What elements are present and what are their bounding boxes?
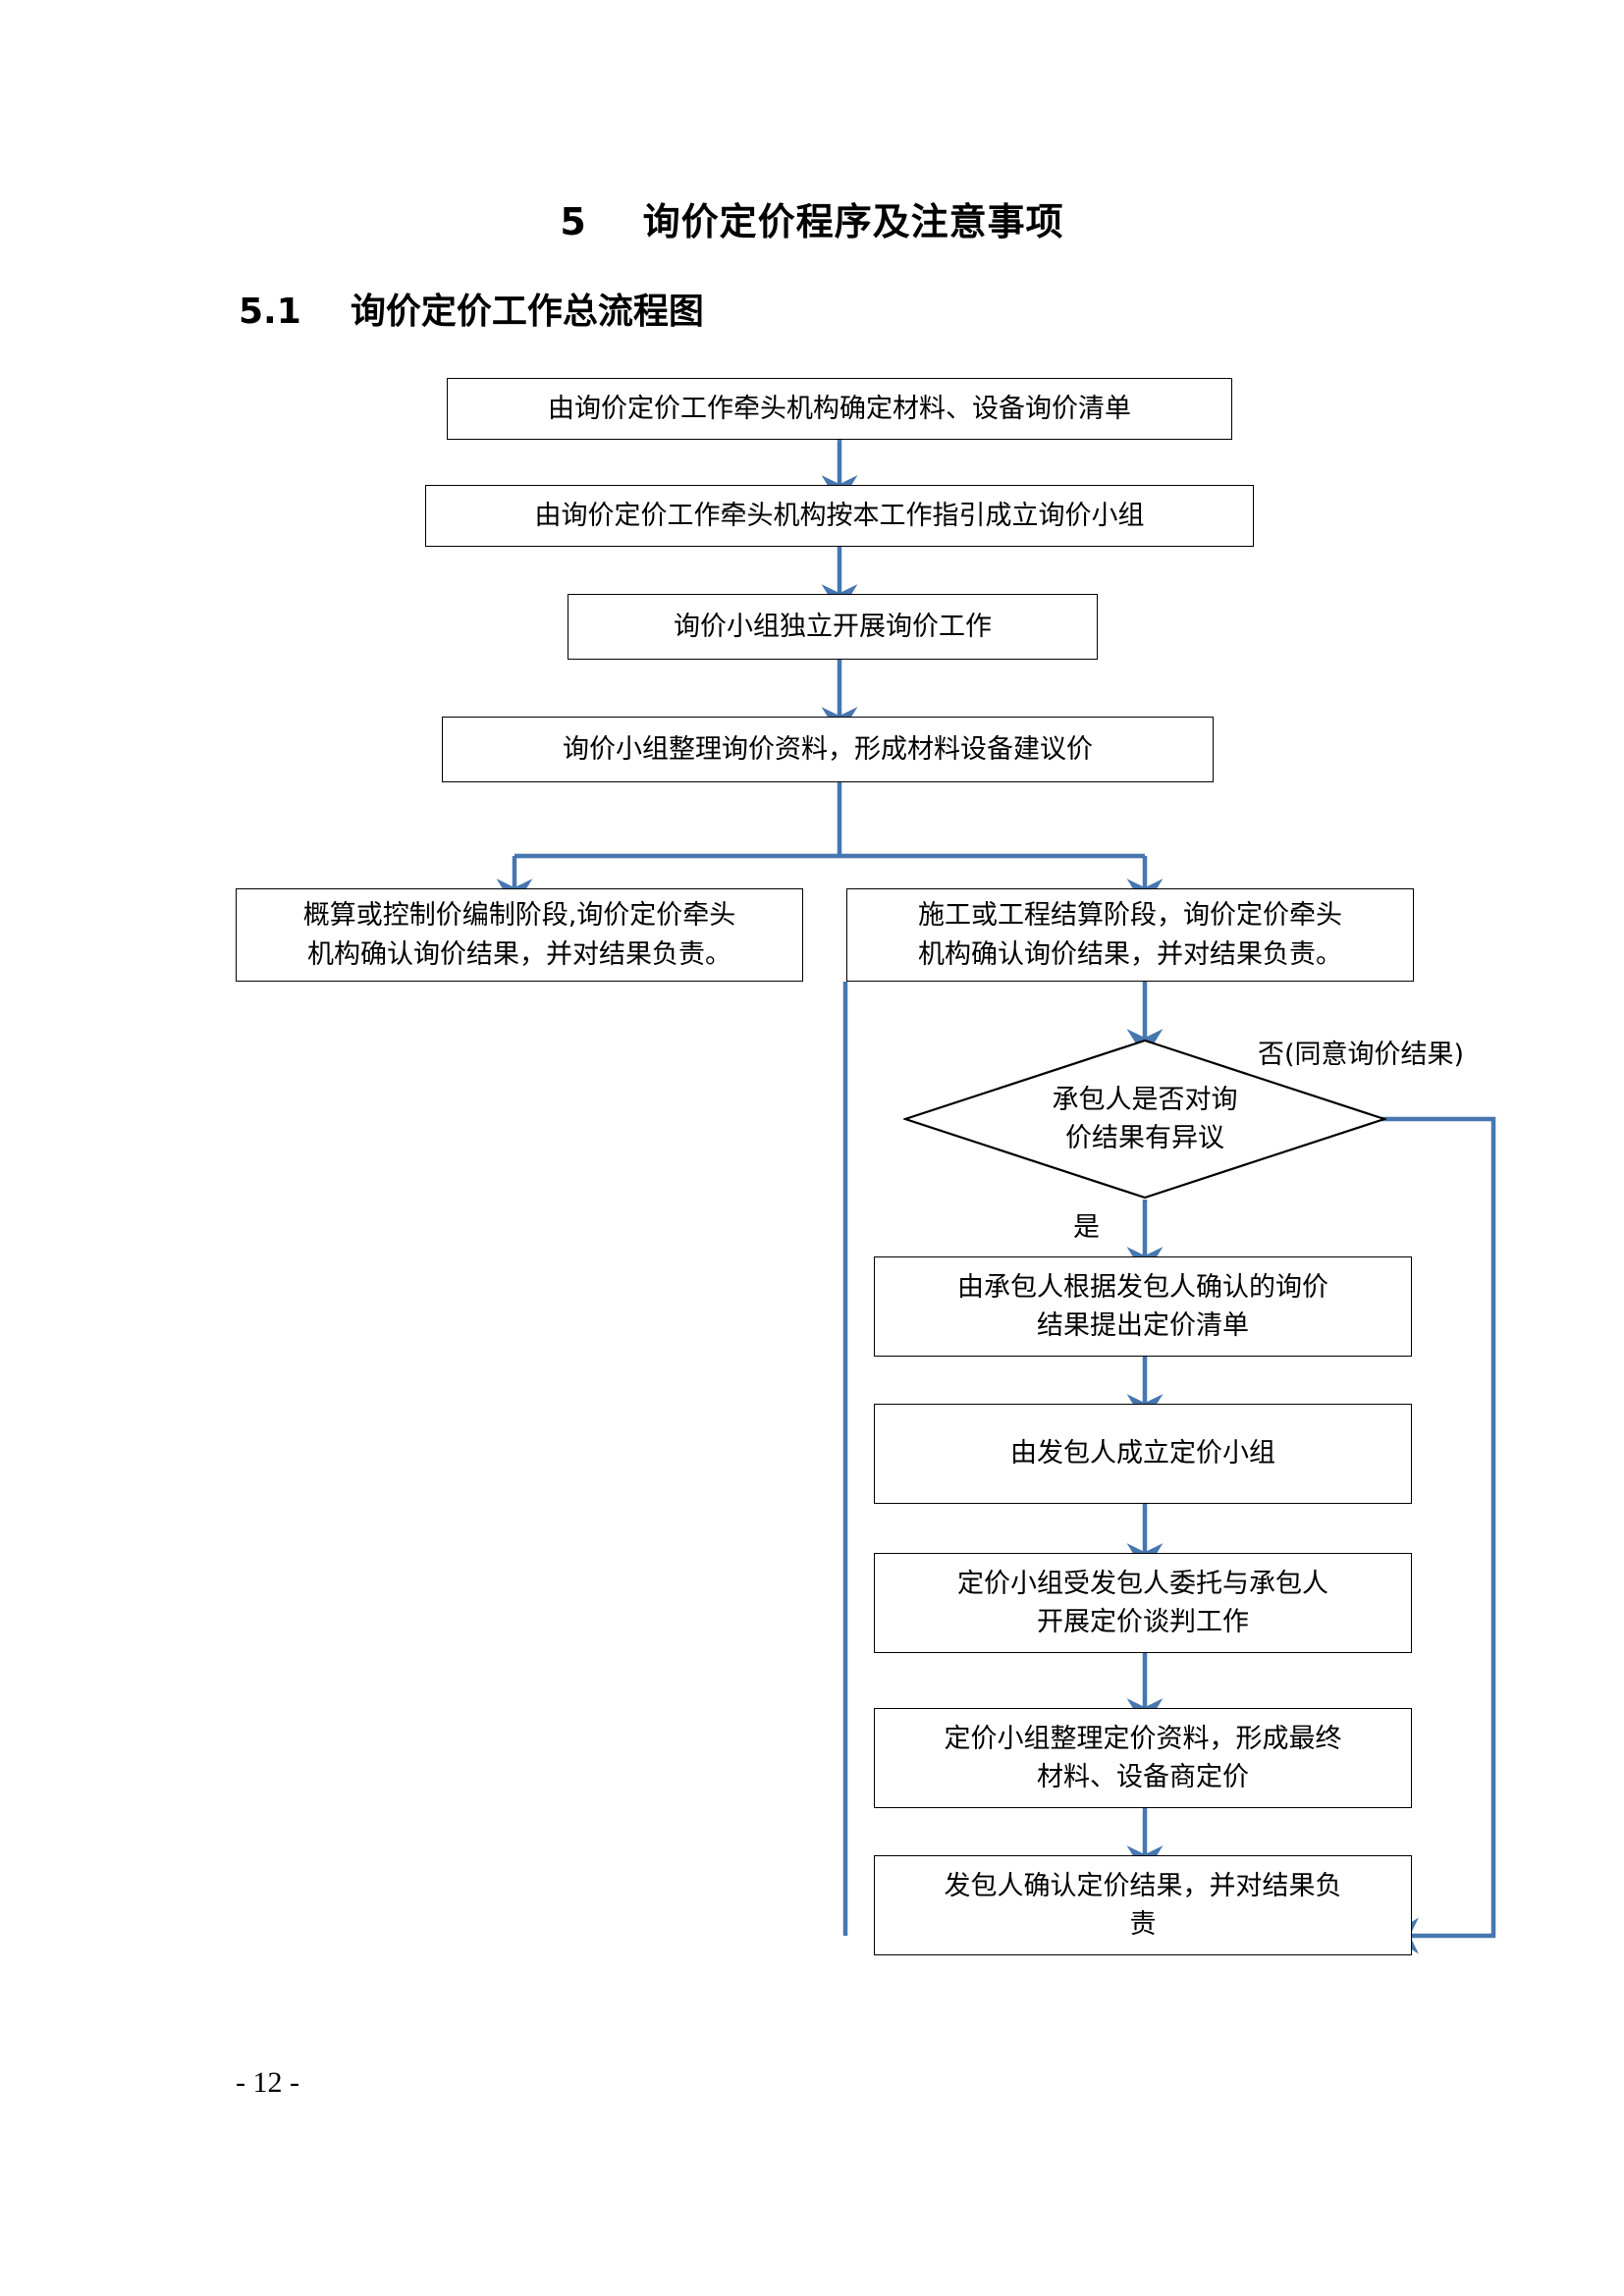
flow-node-text: 定价小组整理定价资料，形成最终 材料、设备商定价	[944, 1723, 1342, 1792]
flow-node-text: 发包人确认定价结果，并对结果负 责	[944, 1870, 1342, 1940]
page-title: 5 询价定价程序及注意事项	[560, 200, 1064, 243]
edge-label-yes: 是	[1073, 1212, 1100, 1243]
flow-node-process[interactable]: 由承包人根据发包人确认的询价 结果提出定价清单	[874, 1256, 1412, 1357]
flow-node-process[interactable]: 概算或控制价编制阶段,询价定价牵头 机构确认询价结果，并对结果负责。	[236, 888, 803, 982]
flow-node-text: 施工或工程结算阶段，询价定价牵头 机构确认询价结果，并对结果负责。	[918, 900, 1342, 970]
flow-node-text: 概算或控制价编制阶段,询价定价牵头 机构确认询价结果，并对结果负责。	[302, 900, 736, 970]
flow-node-process[interactable]: 由发包人成立定价小组	[874, 1404, 1412, 1504]
edge-d1-n11-no	[1357, 1116, 1496, 1954]
flow-node-process[interactable]: 由询价定价工作牵头机构按本工作指引成立询价小组	[425, 485, 1254, 547]
flow-node-process[interactable]: 由询价定价工作牵头机构确定材料、设备询价清单	[447, 378, 1232, 440]
flow-node-text: 询价小组独立开展询价工作	[674, 611, 992, 642]
edge-label-no: 否(同意询价结果)	[1258, 1040, 1465, 1070]
flow-node-text: 承包人是否对询 价结果有异议	[1052, 1084, 1238, 1153]
flow-node-text: 询价小组整理询价资料，形成材料设备建议价	[563, 733, 1093, 765]
flow-node-process[interactable]: 询价小组整理询价资料，形成材料设备建议价	[442, 717, 1214, 782]
flow-node-process[interactable]: 定价小组受发包人委托与承包人 开展定价谈判工作	[874, 1553, 1412, 1653]
flow-node-process[interactable]: 询价小组独立开展询价工作	[568, 594, 1098, 660]
flow-node-text: 由承包人根据发包人确认的询价 结果提出定价清单	[957, 1271, 1328, 1341]
flow-node-process[interactable]: 发包人确认定价结果，并对结果负 责	[874, 1855, 1412, 1955]
flow-node-text: 由发包人成立定价小组	[1010, 1438, 1275, 1469]
flow-node-decision[interactable]: 承包人是否对询 价结果有异议	[903, 1039, 1386, 1200]
flow-node-process[interactable]: 定价小组整理定价资料，形成最终 材料、设备商定价	[874, 1708, 1412, 1808]
flow-node-text: 由询价定价工作牵头机构按本工作指引成立询价小组	[534, 500, 1145, 531]
flow-node-process[interactable]: 施工或工程结算阶段，询价定价牵头 机构确认询价结果，并对结果负责。	[846, 888, 1414, 982]
diamond-shape	[903, 1039, 1386, 1200]
section-title: 5.1 询价定价工作总流程图	[239, 292, 704, 332]
flow-node-text: 由询价定价工作牵头机构确定材料、设备询价清单	[548, 393, 1131, 424]
flow-node-text: 定价小组受发包人委托与承包人 开展定价谈判工作	[957, 1568, 1328, 1637]
page-number: - 12 -	[236, 2066, 299, 2099]
